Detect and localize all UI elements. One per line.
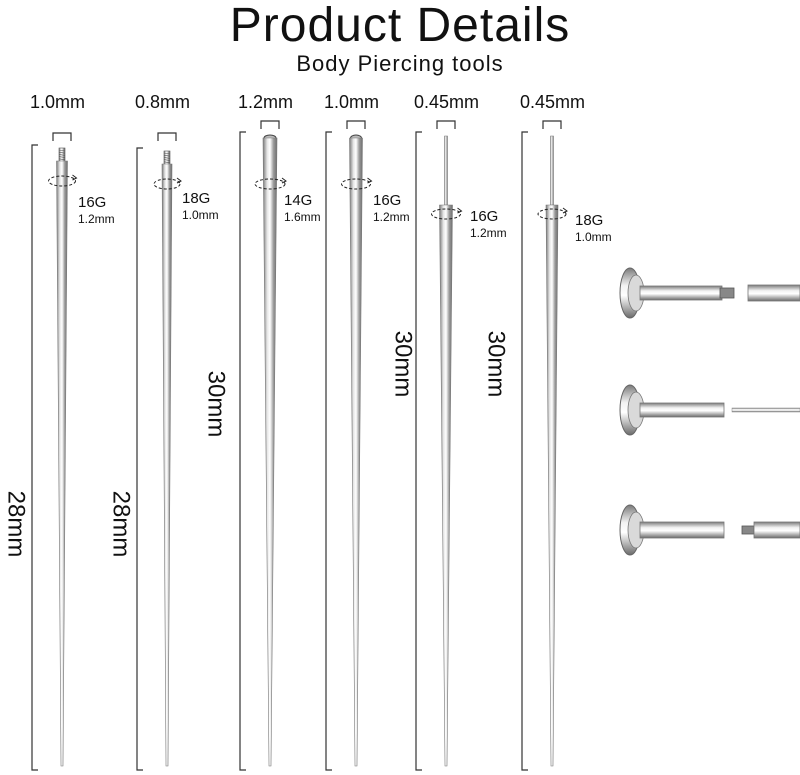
thread-line (163, 157, 171, 159)
pin-tip (444, 135, 448, 206)
thread-line (163, 154, 171, 157)
gauge-value: 18G (575, 212, 604, 229)
labret-assembly (619, 504, 800, 556)
thread-line (58, 149, 66, 152)
rotate-icon (537, 208, 567, 220)
diameter-label: 1.0mm (30, 92, 86, 112)
rotate-arrow-icon (281, 177, 287, 184)
labret-assembly (619, 267, 800, 319)
taper-tool (31, 132, 78, 771)
taper-body (545, 204, 559, 767)
labret-post (639, 285, 723, 301)
length-label: 30mm (389, 330, 417, 398)
taper-body (262, 137, 278, 767)
length-label: 30mm (482, 330, 510, 398)
diameter-label: 0.8mm (135, 92, 191, 112)
length-bracket (31, 144, 38, 771)
labret-post (639, 402, 725, 418)
length-label: 30mm (202, 370, 230, 438)
thread-line (58, 156, 66, 158)
gauge-value: 16G (373, 192, 402, 209)
thread-line (163, 152, 171, 155)
length-label: 28mm (107, 490, 135, 558)
gauge-mm: 1.0mm (575, 230, 612, 244)
taper-tool (415, 120, 463, 771)
thread-line (58, 154, 66, 156)
rotate-arrow-icon (72, 174, 78, 181)
page-subtitle: Body Piercing tools (296, 51, 504, 76)
length-bracket (136, 147, 143, 771)
diameter-bracket (260, 120, 280, 129)
diameter-bracket (346, 120, 366, 129)
gauge-value: 16G (470, 208, 499, 225)
thread-line (163, 161, 171, 164)
thread-line (163, 159, 171, 161)
rotate-arrow-icon (562, 207, 568, 214)
length-bracket (415, 131, 422, 771)
diameter-label: 0.45mm (520, 92, 586, 112)
pin-segment (731, 407, 800, 413)
length-bracket (521, 131, 528, 771)
taper-tool (325, 120, 373, 771)
taper-tool (239, 120, 287, 771)
gauge-mm: 1.0mm (182, 208, 219, 222)
gauge-mm: 1.2mm (373, 210, 410, 224)
rotate-arrow-icon (367, 177, 373, 184)
length-label: 28mm (2, 490, 30, 558)
taper-body (56, 160, 68, 767)
length-bracket (239, 131, 246, 771)
diameter-bracket (436, 120, 456, 129)
diameter-bracket (52, 132, 72, 141)
taper-body (349, 137, 363, 767)
rotate-icon (153, 178, 181, 190)
threaded-end (741, 525, 755, 535)
diameter-label: 1.2mm (238, 92, 294, 112)
rotate-icon (48, 175, 76, 187)
gauge-value: 16G (78, 194, 107, 211)
taper-tool (521, 120, 568, 771)
threaded-end (719, 287, 735, 299)
rotate-icon (341, 178, 371, 190)
gauge-value: 14G (284, 192, 313, 209)
gauge-mm: 1.6mm (284, 210, 321, 224)
taper-body (439, 204, 453, 767)
diameter-bracket (542, 120, 562, 129)
labret-assembly (619, 384, 800, 436)
gauge-value: 18G (182, 190, 211, 207)
taper-body (161, 163, 173, 767)
diameter-label: 0.45mm (414, 92, 480, 112)
taper-segment (747, 284, 800, 302)
thread-line (58, 158, 66, 161)
pin-tip (550, 135, 554, 206)
diameter-label: 1.0mm (324, 92, 380, 112)
rotate-arrow-icon (457, 207, 463, 214)
gauge-mm: 1.2mm (78, 212, 115, 226)
page-title: Product Details (229, 0, 571, 52)
thread-line (58, 151, 66, 154)
length-bracket (325, 131, 332, 771)
rotate-arrow-icon (176, 177, 182, 184)
diameter-bracket (157, 132, 177, 141)
gauge-mm: 1.2mm (470, 226, 507, 240)
taper-tool (136, 132, 182, 771)
labret-post (639, 521, 725, 539)
rotate-icon (431, 208, 461, 220)
rotate-icon (254, 178, 286, 190)
taper-segment (753, 521, 800, 539)
